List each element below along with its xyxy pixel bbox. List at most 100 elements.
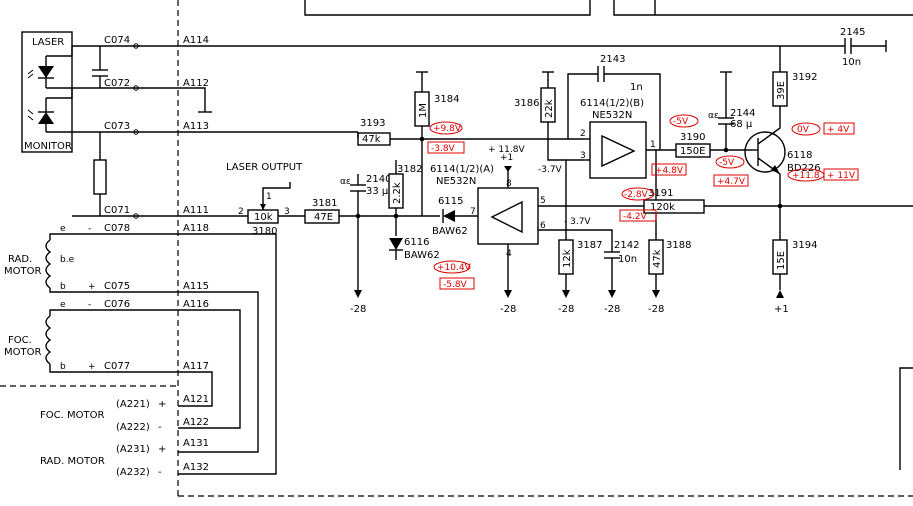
- rad-motor-label-2: MOTOR: [4, 266, 41, 277]
- foc-e-mark: e: [60, 300, 66, 310]
- r3187-ref: 3187: [577, 240, 602, 251]
- opamp-a-ref: 6114(1/2)(A): [430, 164, 494, 175]
- conn-a116: A116: [183, 299, 209, 310]
- diode-6116: [389, 238, 403, 250]
- c2145-ref: 2145: [840, 27, 865, 38]
- r3193-ref: 3193: [360, 118, 385, 129]
- red-2-8: -2.8V: [624, 190, 649, 200]
- r3192-ref: 3192: [792, 72, 817, 83]
- conn-a114: A114: [183, 35, 209, 46]
- red-10-4: +10.4V: [437, 263, 472, 273]
- opamp-a-box: [477, 187, 539, 245]
- opamp-a-pin8: 8: [506, 179, 512, 189]
- opamp-b-pin3: 3: [580, 151, 586, 161]
- r3187-val: 12k: [562, 249, 573, 268]
- conn-a113: A113: [183, 121, 209, 132]
- ext-a231-sign: +: [158, 444, 166, 455]
- r3191-val: 120k: [650, 202, 675, 213]
- ext-a221-sign: +: [158, 399, 166, 410]
- rail-neg-4: -28: [604, 304, 620, 315]
- opamp-a-type: NE532N: [436, 176, 476, 187]
- d6116-type: BAW62: [404, 250, 440, 261]
- volt-3-7b: - 3.7V: [564, 217, 591, 227]
- foc-plus-mark: +: [88, 362, 96, 372]
- r3188-val: 47k: [652, 249, 663, 268]
- top-block-outline: [304, 0, 591, 16]
- transistor-6118: [744, 131, 786, 173]
- ext-a222-sign: -: [158, 422, 162, 433]
- ext-foc-label: FOC. MOTOR: [40, 410, 104, 421]
- foc-motor-label-1: FOC.: [8, 335, 32, 346]
- foc-b-mark: b: [60, 362, 66, 372]
- r3192-val: 39E: [776, 81, 787, 100]
- red-5-8: -5.8V: [443, 280, 468, 290]
- rad-b-mark: b: [60, 282, 66, 292]
- d6115-ref: 6115: [438, 196, 463, 207]
- ext-a222: (A222): [116, 422, 150, 433]
- rad-minus-mark: -: [88, 224, 91, 234]
- c2144-val: 68 μ: [730, 119, 753, 130]
- opamp-a-supply: +1: [500, 153, 513, 163]
- laser-monitor-box: [21, 31, 73, 153]
- r3186-ref: 3186: [514, 98, 539, 109]
- opamp-a-symbol: [490, 200, 523, 234]
- r3182-ref: 3182: [397, 164, 422, 175]
- rail-neg-1: -28: [350, 304, 366, 315]
- red-4-2: -4.2V: [623, 212, 648, 222]
- red-4-8: +4.8V: [655, 166, 684, 176]
- rail-arrows: [354, 290, 784, 298]
- ext-a231: (A231): [116, 444, 150, 455]
- r3190-ref: 3190: [680, 132, 705, 143]
- pot-value: 10k: [254, 212, 273, 223]
- c2140-ref: 2140: [366, 174, 391, 185]
- opamp-a-pin7: 7: [470, 207, 476, 217]
- opamp-b-ref: 6114(1/2)(B): [580, 98, 644, 109]
- laser-label: LASER: [32, 37, 64, 48]
- opamp-b-type: NE532N: [592, 110, 632, 121]
- ext-rad-label: RAD. MOTOR: [40, 456, 105, 467]
- conn-c078: C078: [104, 223, 130, 234]
- r3181-val: 47E: [314, 212, 333, 223]
- monitor-label: MONITOR: [24, 141, 72, 152]
- conn-c071: C071: [104, 205, 130, 216]
- ext-a232: (A232): [116, 467, 150, 478]
- rad-motor-coil: [45, 239, 52, 289]
- red-11-8: +11.8: [792, 171, 820, 181]
- opamp-a-pin5: 5: [540, 196, 546, 206]
- opamp-b-pin1: 1: [650, 140, 656, 150]
- conn-c075: C075: [104, 281, 130, 292]
- foc-motor-label-2: MOTOR: [4, 347, 41, 358]
- red-5b: -5V: [719, 158, 735, 168]
- red-3-8: -3.8V: [431, 144, 456, 154]
- foc-motor-coil: [45, 315, 52, 365]
- d6115-type: BAW62: [432, 226, 468, 237]
- r3191-ref: 3191: [648, 188, 673, 199]
- conn-a131: A131: [183, 438, 209, 449]
- c2142-val: 10n: [618, 254, 637, 265]
- rail-pos: +1: [774, 304, 789, 315]
- volt-11-8: + 11.8V: [488, 145, 525, 155]
- opamp-b-pin2: 2: [580, 129, 586, 139]
- rad-motor-label-1: RAD.: [8, 254, 32, 265]
- r3184-val: 1M: [418, 103, 429, 118]
- transistor-type: BD226: [787, 163, 821, 174]
- transistor-ref: 6118: [787, 150, 812, 161]
- conn-a112: A112: [183, 78, 209, 89]
- opamp-a-pin6: 6: [540, 221, 546, 231]
- r3182-val: 2.2k: [392, 182, 403, 204]
- c2144-ref: 2144: [730, 108, 755, 119]
- r3188-ref: 3188: [666, 240, 691, 251]
- r3181-ref: 3181: [312, 198, 337, 209]
- red-4-7: +4.7V: [717, 177, 746, 187]
- resistor-3191: [643, 199, 705, 214]
- red-11: + 11V: [827, 171, 856, 181]
- conn-c074: C074: [104, 35, 130, 46]
- r3193-val: 47k: [362, 134, 381, 145]
- c2140-val: 33 μ: [366, 186, 389, 197]
- conn-a117: A117: [183, 361, 209, 372]
- rad-e-mark: e: [60, 224, 66, 234]
- conn-a118: A118: [183, 223, 209, 234]
- c2144-polar: αε: [708, 111, 719, 121]
- c2145-val: 10n: [842, 57, 861, 68]
- ext-a232-sign: -: [158, 467, 162, 478]
